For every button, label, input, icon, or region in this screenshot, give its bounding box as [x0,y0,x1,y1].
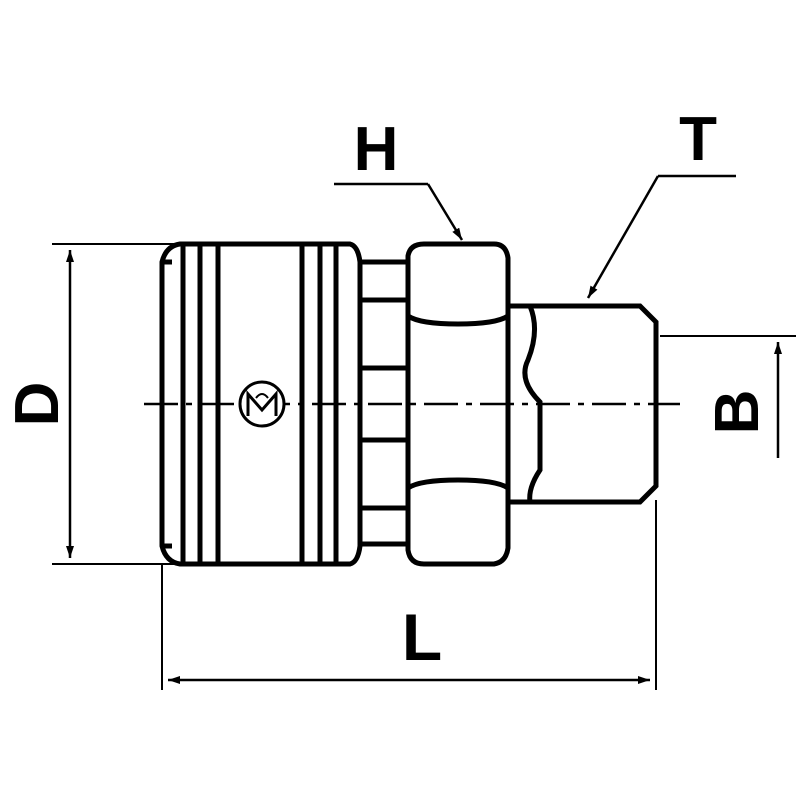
dimension-label-T: T [679,105,717,174]
hex-body [357,241,511,567]
dimension-label-H: H [354,115,399,184]
dimension-label-B: B [703,390,772,435]
leader-H: H [334,115,464,241]
dimension-D: D [3,243,178,565]
manufacturer-logo-icon [238,380,286,428]
dimension-label-L: L [402,600,442,674]
dimension-B: B [660,335,796,458]
dimension-label-D: D [3,382,72,427]
dimension-L: L [161,500,657,690]
leader-T: T [586,105,736,299]
